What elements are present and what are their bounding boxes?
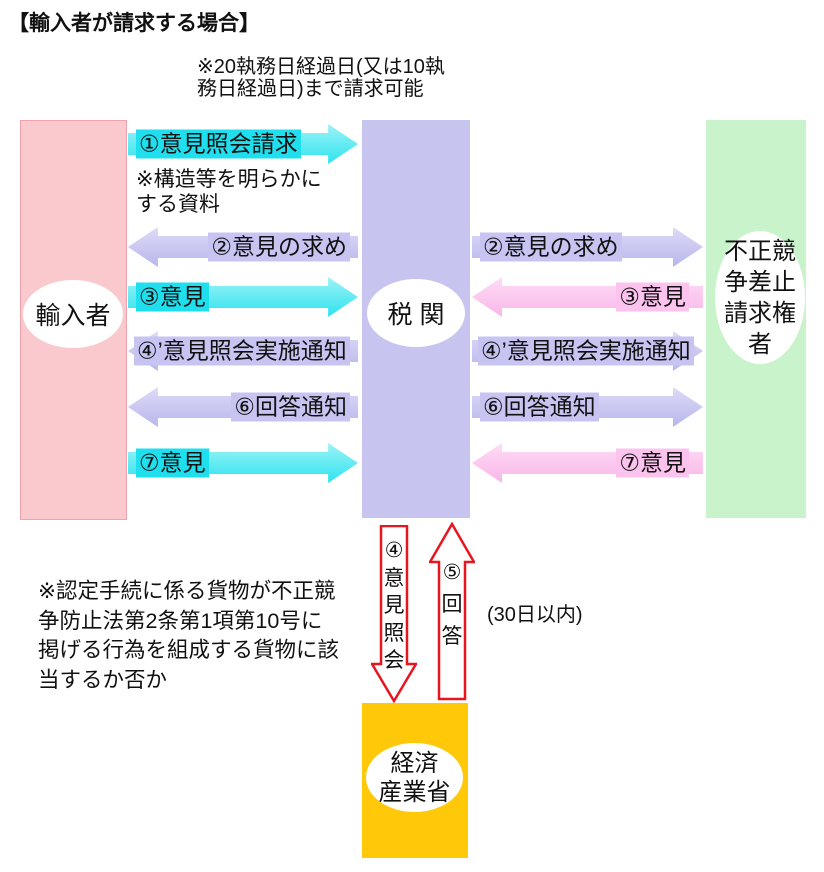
up-arrow-shape xyxy=(427,521,477,701)
arrow-label: ②意見の求め xyxy=(208,232,350,262)
arrow-label: ①意見照会請求 xyxy=(136,129,301,159)
meti-box: 経済 産業省 xyxy=(362,703,468,858)
rights-holder-box: 不正競 争差止 請求権 者 xyxy=(706,120,806,518)
meti-label: 経済 産業省 xyxy=(378,749,451,806)
arrow-opinion-inquiry-request: ①意見照会請求 xyxy=(128,124,358,164)
arrow-reply-notice-right: ⑥回答通知 xyxy=(472,387,703,427)
arrow-label: ②意見の求め xyxy=(480,232,622,262)
customs-label: 税 関 xyxy=(387,301,445,329)
up-arrow-label: ⑤ 回 答 xyxy=(441,561,463,648)
page-title: 【輸入者が請求する場合】 xyxy=(8,12,260,35)
arrow-reply-up: ⑤ 回 答 xyxy=(427,521,477,701)
arrow-inquiry-implementation-notice-left: ④’意見照会実施通知 xyxy=(128,331,358,371)
arrow-label: ⑥回答通知 xyxy=(231,392,350,422)
note-within-30-days: (30日以内) xyxy=(487,604,583,626)
arrow-opinion-inquiry-down: ④ 意 見 照 会 xyxy=(369,524,419,704)
arrow-opinion7-left: ⑦意見 xyxy=(128,443,358,483)
note-request-deadline: ※20執務日経過日(又は10執 務日経過日)まで請求可能 xyxy=(197,56,445,100)
arrow-request-for-opinion-left: ②意見の求め xyxy=(128,227,358,267)
arrow-inquiry-implementation-notice-right: ④’意見照会実施通知 xyxy=(472,331,703,371)
down-arrow-label: ④ 意 見 照 会 xyxy=(383,539,405,672)
arrow-opinion7-right: ⑦意見 xyxy=(472,443,703,483)
arrow-reply-notice-left: ⑥回答通知 xyxy=(128,387,358,427)
arrow-label: ⑥回答通知 xyxy=(480,392,599,422)
arrow-label: ④’意見照会実施通知 xyxy=(134,336,350,366)
customs-box: 税 関 xyxy=(362,120,470,518)
importer-ellipse: 輸入者 xyxy=(23,280,123,348)
rights-holder-ellipse: 不正競 争差止 請求権 者 xyxy=(715,231,805,364)
arrow-opinion-right-col: ③意見 xyxy=(472,277,703,317)
note-recognition-procedure: ※認定手続に係る貨物が不正競 争防止法第2条第1項第10号に 掲げる行為を組成す… xyxy=(38,579,340,692)
arrow-label: ③意見 xyxy=(616,282,689,312)
arrow-label: ⑦意見 xyxy=(616,448,689,478)
customs-ellipse: 税 関 xyxy=(367,279,465,347)
importer-label: 輸入者 xyxy=(35,302,111,330)
importer-box: 輸入者 xyxy=(20,120,127,520)
arrow-label: ④’意見照会実施通知 xyxy=(478,336,694,366)
arrow-label: ⑦意見 xyxy=(136,448,209,478)
meti-ellipse: 経済 産業省 xyxy=(366,743,463,812)
rights-holder-label: 不正競 争差止 請求権 者 xyxy=(724,237,796,358)
arrow-opinion-left-col: ③意見 xyxy=(128,277,358,317)
arrow-request-for-opinion-right: ②意見の求め xyxy=(472,227,703,267)
note-structure-materials: ※構造等を明らかに する資料 xyxy=(136,168,322,216)
arrow-label: ③意見 xyxy=(136,282,209,312)
down-arrow-shape xyxy=(369,524,419,704)
